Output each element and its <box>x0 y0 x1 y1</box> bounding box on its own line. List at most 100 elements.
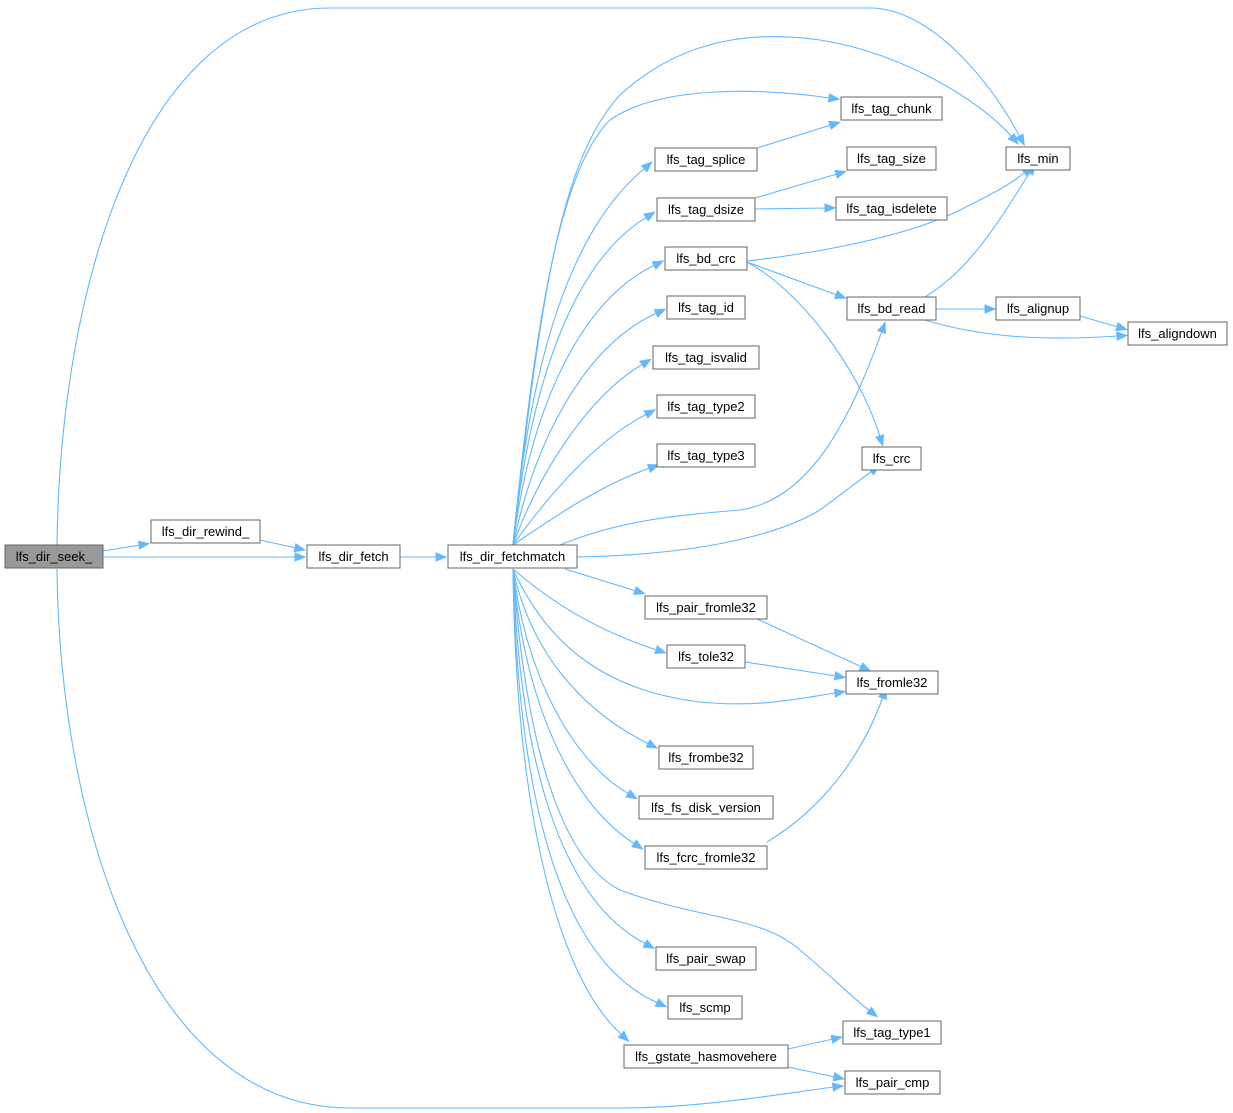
node-lfs_dir_seek_[interactable]: lfs_dir_seek_ <box>4 544 104 569</box>
node-lfs_fromle32[interactable]: lfs_fromle32 <box>845 670 939 695</box>
edge-line <box>512 568 636 845</box>
edge-line <box>56 7 1021 546</box>
node-box[interactable] <box>150 519 261 544</box>
edge-line <box>512 312 658 546</box>
node-box[interactable] <box>644 595 768 620</box>
edges-layer <box>56 7 1129 1109</box>
node-label: lfs_aligndown <box>1138 326 1217 341</box>
node-lfs_bd_crc[interactable]: lfs_bd_crc <box>664 246 748 271</box>
edge-lfs_dir_fetchmatch-to-lfs_bd_crc <box>512 260 665 546</box>
node-box[interactable] <box>656 197 756 222</box>
node-lfs_tag_chunk[interactable]: lfs_tag_chunk <box>840 96 943 121</box>
node-box[interactable] <box>656 394 756 419</box>
node-lfs_tag_isvalid[interactable]: lfs_tag_isvalid <box>652 345 760 370</box>
node-box[interactable] <box>1127 321 1228 346</box>
edge-lfs_dir_fetchmatch-to-lfs_tag_splice <box>512 161 653 546</box>
node-lfs_fcrc_fromle32[interactable]: lfs_fcrc_fromle32 <box>644 845 768 870</box>
node-label: lfs_bd_read <box>858 301 926 316</box>
node-lfs_tole32[interactable]: lfs_tole32 <box>666 644 746 669</box>
node-box[interactable] <box>447 544 578 569</box>
node-box[interactable] <box>652 345 760 370</box>
node-box[interactable] <box>846 296 937 321</box>
node-box[interactable] <box>658 745 754 770</box>
node-label: lfs_pair_cmp <box>856 1075 930 1090</box>
node-label: lfs_alignup <box>1007 301 1069 316</box>
node-box[interactable] <box>664 246 748 271</box>
node-box[interactable] <box>644 845 768 870</box>
arrowhead <box>653 308 667 318</box>
node-box[interactable] <box>638 795 774 820</box>
edge-line <box>564 568 637 592</box>
edge-lfs_gstate_hasmovehere-to-lfs_pair_cmp <box>787 1066 846 1082</box>
node-box[interactable] <box>666 644 746 669</box>
edge-lfs_gstate_hasmovehere-to-lfs_tag_type1 <box>787 1034 844 1050</box>
node-lfs_tag_type1[interactable]: lfs_tag_type1 <box>842 1020 942 1045</box>
edge-line <box>746 261 881 438</box>
edge-lfs_bd_read-to-lfs_min <box>924 163 1036 298</box>
node-lfs_pair_cmp[interactable]: lfs_pair_cmp <box>844 1070 941 1095</box>
node-lfs_tag_dsize[interactable]: lfs_tag_dsize <box>656 197 756 222</box>
arrowhead <box>877 321 886 335</box>
node-lfs_pair_swap[interactable]: lfs_pair_swap <box>655 946 757 971</box>
arrowhead <box>640 161 653 173</box>
arrowhead <box>647 464 660 473</box>
arrowhead <box>858 662 872 672</box>
node-lfs_tag_type3[interactable]: lfs_tag_type3 <box>656 443 756 468</box>
node-lfs_dir_rewind_[interactable]: lfs_dir_rewind_ <box>150 519 261 544</box>
node-box[interactable] <box>844 1070 941 1095</box>
node-box[interactable] <box>840 96 943 121</box>
edge-lfs_dir_fetchmatch-to-lfs_fcrc_fromle32 <box>512 568 644 850</box>
node-lfs_frombe32[interactable]: lfs_frombe32 <box>658 745 754 770</box>
edge-lfs_dir_fetchmatch-to-lfs_pair_fromle32 <box>564 568 646 596</box>
node-box[interactable] <box>656 443 756 468</box>
node-lfs_tag_splice[interactable]: lfs_tag_splice <box>654 147 758 172</box>
node-box[interactable] <box>623 1044 789 1069</box>
node-label: lfs_tag_type2 <box>667 399 744 414</box>
node-box[interactable] <box>667 995 743 1020</box>
node-label: lfs_crc <box>873 451 911 466</box>
node-box[interactable] <box>835 196 948 221</box>
node-box[interactable] <box>4 544 104 569</box>
edge-lfs_dir_fetchmatch-to-lfs_tag_dsize <box>512 211 656 546</box>
node-box[interactable] <box>995 296 1081 321</box>
node-box[interactable] <box>842 1020 942 1045</box>
node-lfs_gstate_hasmovehere[interactable]: lfs_gstate_hasmovehere <box>623 1044 789 1069</box>
node-label: lfs_tag_chunk <box>851 101 932 116</box>
node-lfs_dir_fetchmatch[interactable]: lfs_dir_fetchmatch <box>447 544 578 569</box>
node-lfs_alignup[interactable]: lfs_alignup <box>995 296 1081 321</box>
node-lfs_tag_type2[interactable]: lfs_tag_type2 <box>656 394 756 419</box>
node-label: lfs_tag_splice <box>667 152 746 167</box>
edge-line <box>512 413 648 546</box>
node-box[interactable] <box>666 295 746 320</box>
arrowhead <box>642 939 656 949</box>
node-label: lfs_bd_crc <box>676 251 736 266</box>
node-box[interactable] <box>846 146 937 171</box>
node-box[interactable] <box>861 446 922 471</box>
node-box[interactable] <box>845 670 939 695</box>
node-lfs_pair_fromle32[interactable]: lfs_pair_fromle32 <box>644 595 768 620</box>
edge-lfs_dir_seek_-to-lfs_min <box>56 7 1025 546</box>
node-label: lfs_fcrc_fromle32 <box>657 850 756 865</box>
node-box[interactable] <box>655 946 757 971</box>
node-lfs_bd_read[interactable]: lfs_bd_read <box>846 296 937 321</box>
node-label: lfs_tag_type1 <box>853 1025 930 1040</box>
node-box[interactable] <box>306 544 401 569</box>
edge-lfs_dir_fetchmatch-to-lfs_tag_type1 <box>512 568 879 1018</box>
edge-line <box>559 330 883 546</box>
node-lfs_min[interactable]: lfs_min <box>1005 146 1071 171</box>
node-lfs_dir_fetch[interactable]: lfs_dir_fetch <box>306 544 401 569</box>
arrowhead <box>137 540 151 550</box>
edge-lfs_dir_fetchmatch-to-lfs_tag_id <box>512 308 667 546</box>
node-lfs_fs_disk_version[interactable]: lfs_fs_disk_version <box>638 795 774 820</box>
arrowhead <box>294 552 307 562</box>
node-lfs_crc[interactable]: lfs_crc <box>861 446 922 471</box>
node-lfs_scmp[interactable]: lfs_scmp <box>667 995 743 1020</box>
node-lfs_tag_id[interactable]: lfs_tag_id <box>666 295 746 320</box>
arrowhead <box>293 543 307 553</box>
node-lfs_aligndown[interactable]: lfs_aligndown <box>1127 321 1228 346</box>
arrowhead <box>625 789 638 800</box>
node-box[interactable] <box>654 147 758 172</box>
node-box[interactable] <box>1005 146 1071 171</box>
node-lfs_tag_size[interactable]: lfs_tag_size <box>846 146 937 171</box>
node-lfs_tag_isdelete[interactable]: lfs_tag_isdelete <box>835 196 948 221</box>
